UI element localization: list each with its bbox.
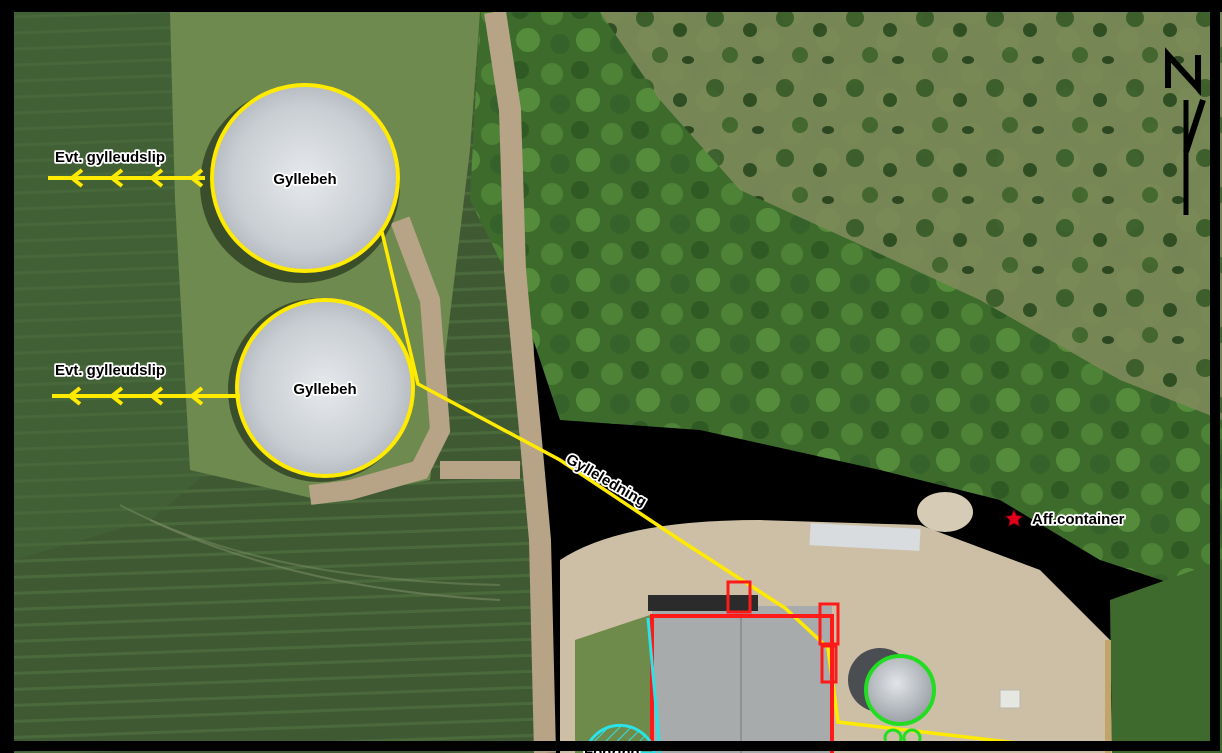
silo-large[interactable] bbox=[864, 654, 936, 726]
slurry-tank-bottom[interactable] bbox=[235, 298, 415, 478]
dirt-road-curve bbox=[308, 216, 451, 505]
slurry-pipeline[interactable] bbox=[380, 231, 1061, 750]
label-tank-bottom: Gyllebeh bbox=[293, 381, 356, 398]
feed-area-boundary bbox=[646, 617, 662, 753]
slurry-outlet-line-bottom[interactable] bbox=[52, 386, 240, 406]
slurry-tank-top[interactable] bbox=[210, 83, 400, 273]
dirt-road-vertical bbox=[484, 10, 556, 753]
red-star-icon[interactable] bbox=[1004, 509, 1024, 527]
slurry-outlet-line-top[interactable] bbox=[48, 168, 205, 188]
label-waste-container: Aff.container bbox=[1032, 511, 1125, 528]
label-tank-top: Gyllebeh bbox=[273, 171, 336, 188]
label-slurry-outlet-top: Evt. gylleudslip bbox=[55, 149, 165, 166]
label-slurry-outlet-bottom: Evt. gylleudslip bbox=[55, 362, 165, 379]
north-arrow-icon bbox=[1165, 47, 1206, 215]
